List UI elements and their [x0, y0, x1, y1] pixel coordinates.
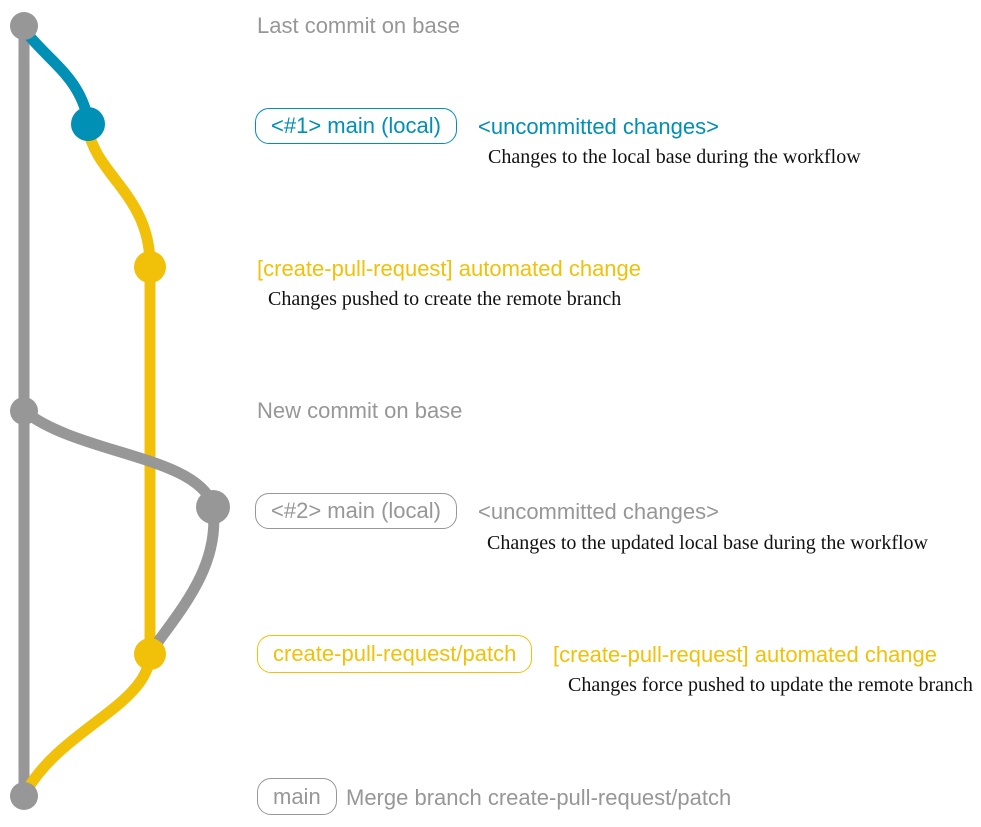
branch-label-local-main-2: <#2> main (local) — [255, 493, 457, 529]
annotation-push-update: Changes force pushed to update the remot… — [568, 674, 973, 696]
commit-dot-merge — [10, 782, 38, 810]
commit-message-new-base: New commit on base — [257, 398, 463, 423]
branch-label-main: main — [257, 778, 337, 815]
local-main-2-out-line — [18, 405, 219, 511]
branch-label-main-text: main — [273, 783, 321, 809]
patch-merge-line — [20, 649, 156, 798]
commit-message-last-base: Last commit on base — [257, 13, 460, 38]
annotation-local-1: Changes to the local base during the wor… — [488, 146, 861, 168]
branch-label-patch-text: create-pull-request/patch — [273, 641, 517, 666]
commit-dot-local-main-2 — [196, 490, 230, 524]
annotation-push-create: Changes pushed to create the remote bran… — [268, 288, 622, 310]
local-main-2-merge-line — [146, 501, 220, 656]
branch-label-patch: create-pull-request/patch — [257, 635, 533, 673]
annotation-local-2: Changes to the updated local base during… — [487, 532, 928, 554]
commit-message-uncommitted-2: <uncommitted changes> — [478, 499, 719, 524]
commit-message-push-update: [create-pull-request] automated change — [553, 642, 938, 667]
patch-branch-out-line — [82, 122, 156, 271]
commit-message-uncommitted-1: <uncommitted changes> — [478, 114, 719, 139]
commit-dot-local-main-1 — [71, 107, 105, 141]
local-main-1-branch-line — [20, 26, 94, 126]
branch-label-local-main-2-text: <#2> main (local) — [271, 498, 441, 523]
commit-dot-new-base — [10, 397, 38, 425]
commit-dot-patch-2 — [134, 638, 166, 670]
commit-dot-last-base — [10, 12, 38, 40]
branch-label-local-main-1-text: <#1> main (local) — [271, 113, 441, 138]
commit-message-push-create: [create-pull-request] automated change — [257, 256, 642, 281]
commit-dot-patch-1 — [134, 251, 166, 283]
branch-label-local-main-1: <#1> main (local) — [255, 108, 457, 144]
commit-message-merge: Merge branch create-pull-request/patch — [346, 785, 732, 810]
